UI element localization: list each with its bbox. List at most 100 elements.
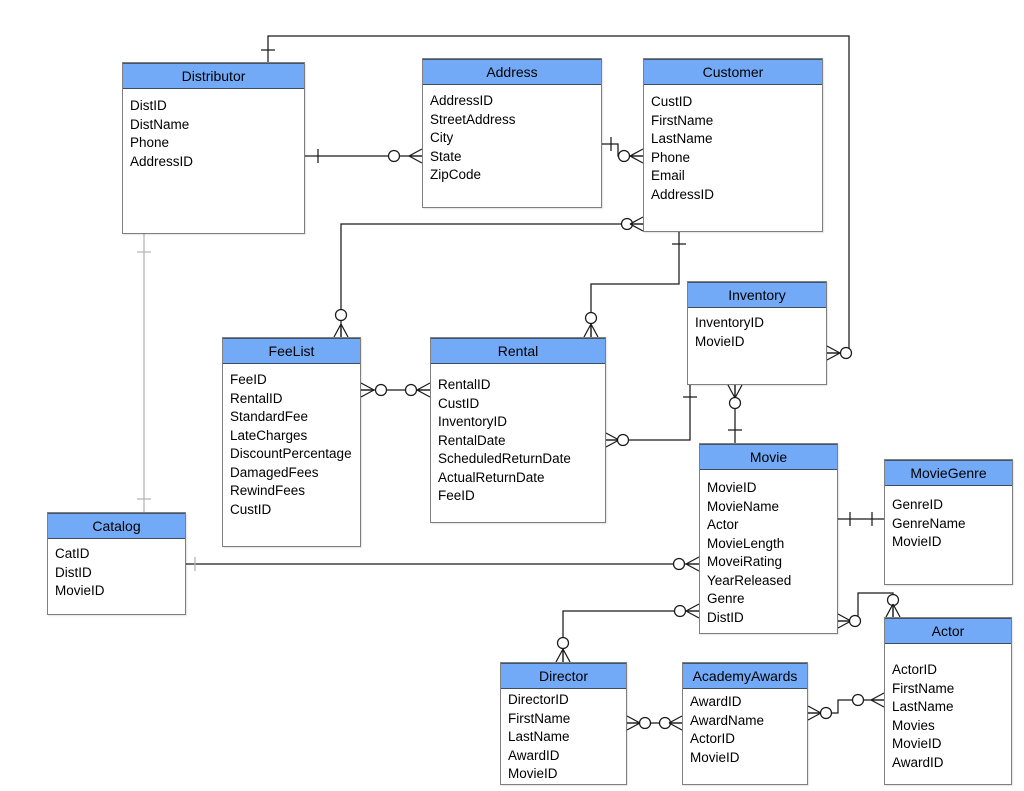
field-movie-yearreleased: YearReleased [707,572,792,588]
relationship-distributor-catalog[interactable] [137,234,151,512]
entity-title-academyawards: AcademyAwards [683,663,807,689]
field-address-zipcode: ZipCode [430,167,482,182]
entity-title-feelist: FeeList [223,338,360,364]
field-customer-phone: Phone [651,149,691,165]
cardinality-zero-ring [584,311,598,325]
cardinality-many-crowfoot [685,603,700,619]
field-rental-custid: CustID [438,395,480,411]
cardinality-zero-ring [673,604,687,618]
field-rental-scheduledreturndate: ScheduledReturnDate [438,451,571,466]
relationship-catalog-movie[interactable] [186,556,700,572]
field-director-lastname: LastName [508,729,570,744]
relationship-customer-rental[interactable] [583,232,686,338]
cardinality-many-crowfoot [826,345,841,361]
field-director-awardid: AwardID [508,747,560,763]
cardinality-zero-ring [616,433,630,447]
field-actor-lastname: LastName [892,699,954,714]
cardinality-many-crowfoot [727,384,743,399]
cardinality-many-crowfoot [605,432,620,448]
entity-title-director: Director [501,663,626,689]
field-customer-email: Email [651,168,685,183]
field-rental-feeid: FeeID [438,488,475,503]
cardinality-many-crowfoot [870,692,885,708]
field-feelist-feeid: FeeID [230,372,267,387]
cardinality-zero-ring [672,557,686,571]
cardinality-zero-ring [839,346,853,360]
entity-title-rental: Rental [431,338,605,364]
cardinality-many-crowfoot [408,148,423,164]
entity-title-moviegenre: MovieGenre [885,460,1012,486]
relationship-feelist-rental[interactable] [360,382,431,398]
cardinality-zero-ring [334,308,348,322]
field-movie-moviename: MovieName [707,498,780,514]
relationship-distributor-inventory[interactable] [261,35,853,361]
field-director-directorid: DirectorID [508,692,569,707]
cardinality-many-crowfoot [626,715,641,731]
relationship-academyawards-actor[interactable] [807,692,885,721]
cardinality-many-crowfoot [629,148,644,164]
field-inventory-movieid: MovieID [695,333,745,349]
field-address-streetaddress: StreetAddress [430,111,516,127]
cardinality-many-crowfoot [807,705,822,721]
relationship-movie-moviegenre[interactable] [838,512,884,526]
field-academyawards-awardid: AwardID [690,694,742,709]
field-rental-actualreturndate: ActualReturnDate [438,469,545,485]
relationship-customer-feelist[interactable] [333,216,644,338]
field-actor-awardid: AwardID [892,754,944,770]
field-movie-genre: Genre [707,591,745,606]
field-feelist-rentalid: RentalID [230,390,283,406]
field-academyawards-awardname: AwardName [690,712,765,728]
field-rental-rentalid: RentalID [438,377,491,392]
relationship-rental-inventory[interactable] [605,385,697,448]
field-movie-actor: Actor [707,517,739,532]
field-moviegenre-genrename: GenreName [892,515,966,531]
entity-title-customer: Customer [644,59,822,85]
field-distributor-distid: DistID [130,98,167,113]
relationship-movie-actor[interactable] [837,592,901,629]
field-academyawards-movieid: MovieID [690,749,740,765]
field-inventory-inventoryid: InventoryID [695,315,765,330]
field-actor-actorid: ActorID [892,662,938,677]
field-actor-firstname: FirstName [892,680,955,696]
cardinality-zero-ring [638,716,652,730]
field-address-state: State [430,148,462,164]
field-feelist-custid: CustID [230,501,272,517]
cardinality-zero-ring [728,396,742,410]
field-director-firstname: FirstName [508,710,571,726]
entity-title-actor: Actor [885,618,1011,644]
relationship-director-academyawards[interactable] [626,715,683,731]
entity-fields: InventoryID MovieID [688,308,826,351]
field-catalog-distid: DistID [55,564,92,580]
field-movie-moveirating: MoveiRating [707,554,783,569]
relationship-address-customer[interactable] [602,137,644,164]
field-distributor-addressid: AddressID [130,153,194,169]
relationship-inventory-movie[interactable] [727,384,743,443]
field-distributor-phone: Phone [130,135,170,150]
relationship-movie-director[interactable] [555,603,700,663]
cardinality-zero-ring [658,716,672,730]
field-moviegenre-genreid: GenreID [892,497,944,512]
cardinality-many-crowfoot [333,323,349,338]
relationship-distributor-address[interactable] [305,148,423,164]
cardinality-many-crowfoot [885,603,901,618]
